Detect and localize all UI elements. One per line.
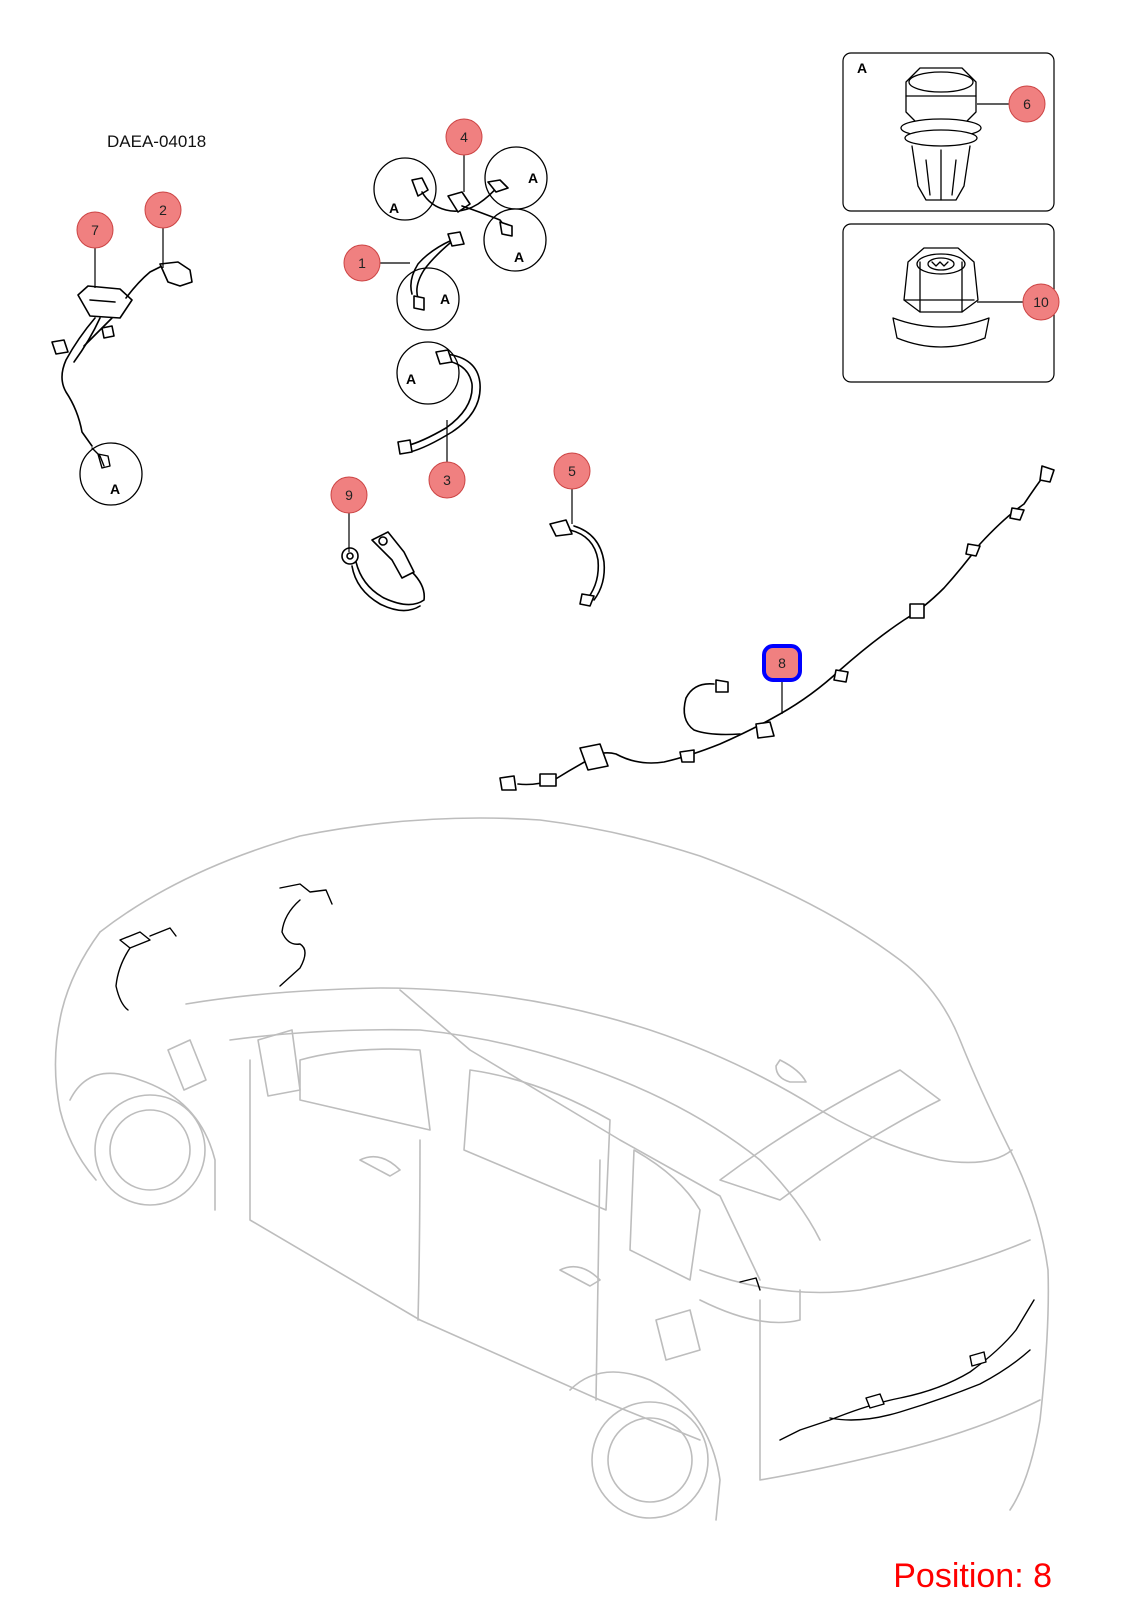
- callout-5[interactable]: 5: [553, 452, 591, 490]
- nut-icon: [892, 247, 990, 348]
- svg-text:3: 3: [443, 472, 451, 488]
- part-9-strap: [341, 531, 426, 612]
- svg-text:7: 7: [91, 222, 99, 238]
- vehicle-harness-overlay: [115, 883, 1035, 1441]
- svg-text:5: 5: [568, 463, 576, 479]
- detail-label-a: A: [528, 170, 538, 186]
- callout-3[interactable]: 3: [428, 461, 466, 499]
- part-4-harness: [411, 177, 513, 237]
- bolt-icon: [900, 67, 982, 201]
- part-8-harness: [499, 465, 1055, 791]
- position-label: Position: 8: [893, 1557, 1052, 1595]
- part-7-harness: [51, 261, 193, 447]
- detail-label-a: A: [406, 371, 416, 387]
- detail-label-a: A: [110, 481, 120, 497]
- detail-box-bolt: A: [842, 52, 1055, 212]
- detail-box-nut: [842, 223, 1055, 383]
- vehicle-outline: [54, 817, 1050, 1521]
- callout-10[interactable]: 10: [1022, 283, 1060, 321]
- part-3-cable: [397, 349, 481, 455]
- part-5-cable: [549, 519, 606, 607]
- svg-text:2: 2: [159, 202, 167, 218]
- callout-7[interactable]: 7: [76, 211, 114, 249]
- part-1-cable: [410, 231, 465, 311]
- callout-6[interactable]: 6: [1008, 85, 1046, 123]
- callout-8-selected[interactable]: 8: [762, 644, 802, 682]
- svg-text:1: 1: [358, 255, 366, 271]
- svg-text:6: 6: [1023, 96, 1031, 112]
- svg-text:10: 10: [1033, 294, 1049, 310]
- detail-label-a: A: [440, 291, 450, 307]
- detail-label-a: A: [514, 249, 524, 265]
- svg-text:4: 4: [460, 129, 468, 145]
- svg-text:8: 8: [778, 655, 786, 671]
- callout-9[interactable]: 9: [330, 476, 368, 514]
- detail-label-a: A: [857, 60, 867, 76]
- document-code: DAEA-04018: [107, 132, 207, 151]
- leader-lines: [94, 103, 1023, 714]
- detail-circle-7: A: [79, 442, 143, 506]
- detail-circles-4: A A A A A: [373, 146, 548, 405]
- callout-4[interactable]: 4: [445, 118, 483, 156]
- svg-text:9: 9: [345, 487, 353, 503]
- callout-2[interactable]: 2: [144, 191, 182, 229]
- callout-1[interactable]: 1: [343, 244, 381, 282]
- detail-label-a: A: [389, 200, 399, 216]
